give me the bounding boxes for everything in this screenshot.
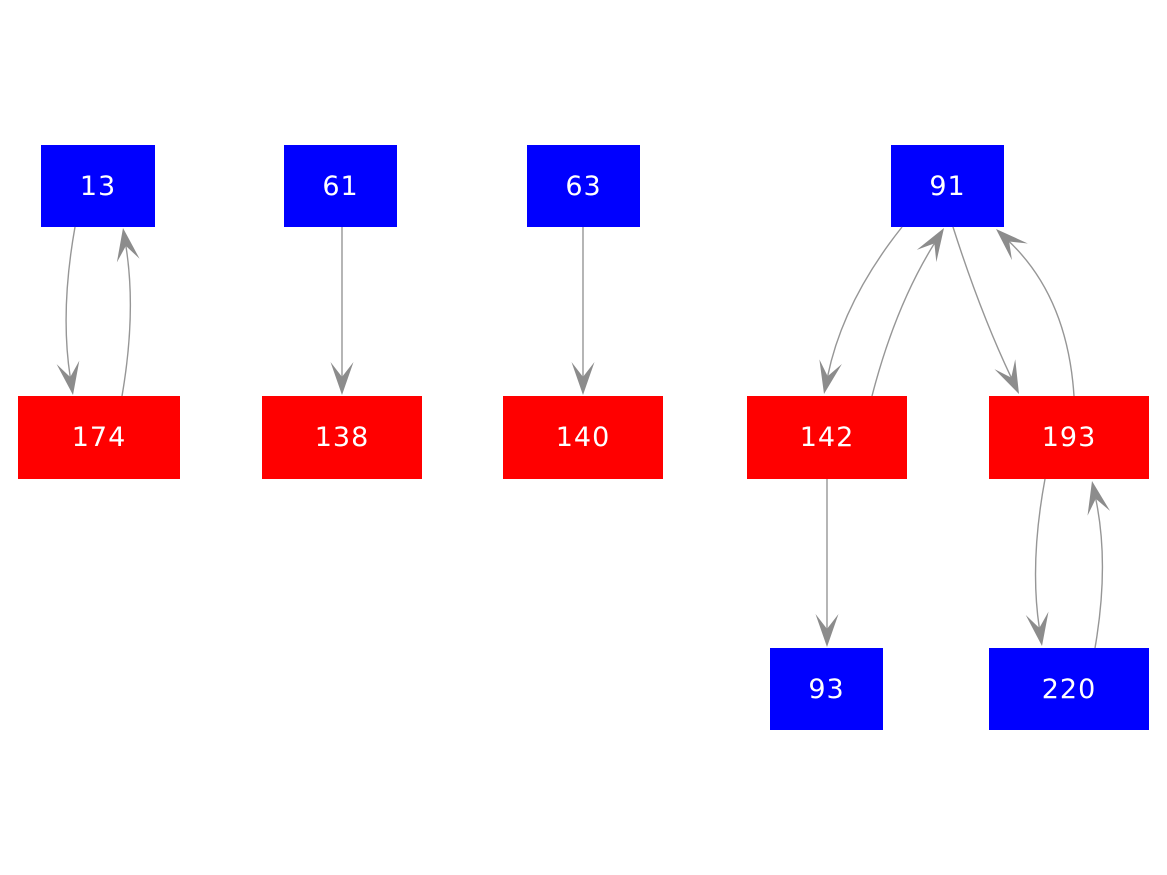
node-label: 61	[322, 170, 359, 202]
node-label: 174	[71, 422, 127, 453]
edge-line	[121, 245, 132, 397]
arrowhead-icon	[330, 362, 354, 395]
edge-142-93	[815, 479, 839, 647]
edge-line	[952, 226, 1012, 378]
arrowhead-icon	[56, 360, 80, 395]
edge-142-91	[871, 228, 944, 397]
node-label: 138	[314, 422, 370, 453]
edge-220-193	[1087, 481, 1111, 649]
node-label: 142	[799, 422, 855, 453]
arrowhead-icon	[571, 362, 595, 395]
edge-13-174	[56, 226, 80, 395]
node-220: 220	[989, 648, 1149, 730]
edge-line	[826, 226, 903, 377]
node-138: 138	[262, 396, 422, 479]
node-label: 13	[79, 170, 117, 202]
edge-line	[1034, 478, 1046, 629]
edge-61-138	[330, 226, 354, 395]
node-140: 140	[503, 396, 663, 479]
node-142: 142	[747, 396, 907, 479]
edge-line	[65, 226, 76, 378]
node-label: 193	[1041, 422, 1097, 453]
node-193: 193	[989, 396, 1149, 479]
node-label: 220	[1041, 673, 1097, 705]
edge-line	[1094, 498, 1104, 649]
node-174: 174	[18, 396, 180, 479]
edge-line	[1008, 241, 1075, 397]
node-label: 63	[565, 170, 602, 202]
arrowhead-icon	[819, 359, 842, 394]
arrowhead-icon	[994, 359, 1019, 394]
node-label: 140	[555, 422, 611, 453]
arrowhead-icon	[815, 614, 839, 647]
node-13: 13	[41, 145, 155, 227]
edge-91-193	[952, 226, 1019, 394]
node-91: 91	[891, 145, 1004, 227]
edge-193-91	[996, 229, 1075, 397]
node-93: 93	[770, 648, 883, 730]
arrowhead-icon	[996, 229, 1028, 261]
node-label: 93	[808, 673, 845, 705]
node-63: 63	[527, 145, 640, 227]
arrowhead-icon	[1025, 611, 1049, 646]
arrowhead-icon	[916, 228, 944, 263]
arrowhead-icon	[116, 228, 140, 263]
node-61: 61	[284, 145, 397, 227]
edge-91-142	[819, 226, 903, 394]
node-label: 91	[929, 170, 966, 202]
edge-63-140	[571, 227, 595, 395]
edge-line	[871, 243, 936, 397]
edge-193-220	[1025, 478, 1049, 646]
arrowhead-icon	[1087, 481, 1111, 516]
edge-174-13	[116, 228, 140, 397]
